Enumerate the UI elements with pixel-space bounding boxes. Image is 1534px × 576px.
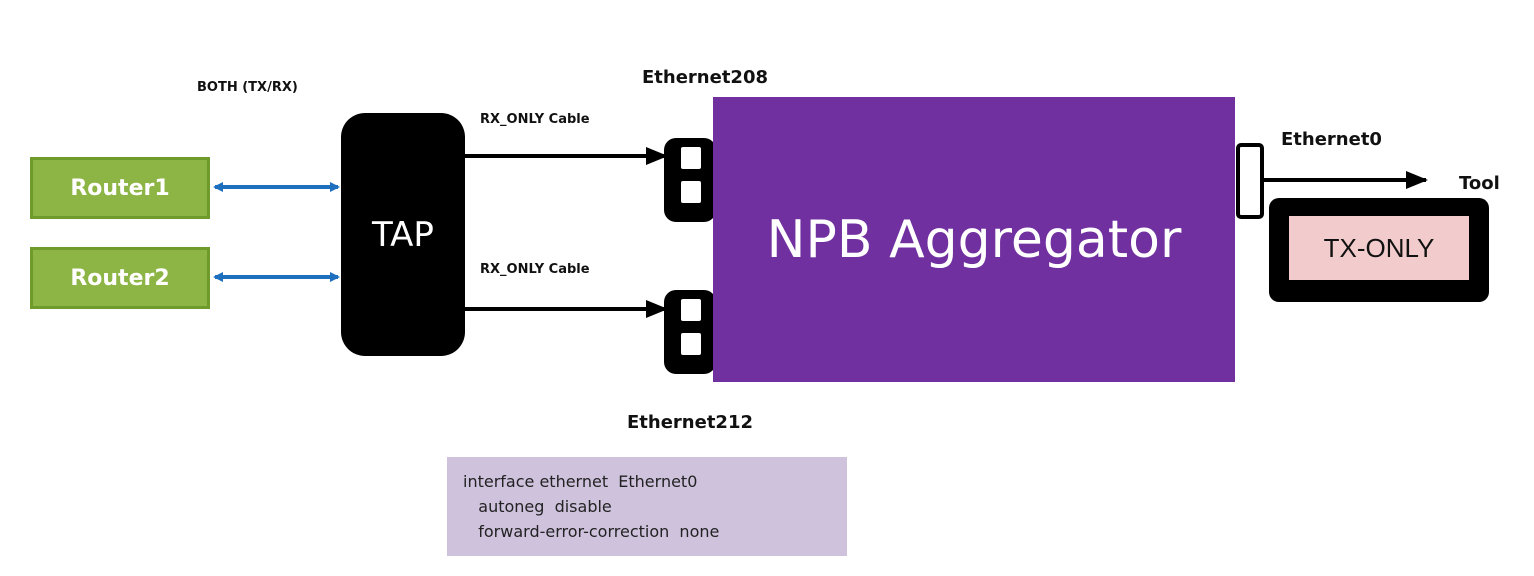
tool-label: Tool	[1459, 173, 1500, 194]
both-label: BOTH (TX/RX)	[197, 80, 298, 95]
port-cell	[678, 296, 704, 324]
ethernet212-port-group	[664, 290, 716, 374]
router1-label: Router1	[70, 175, 170, 201]
ethernet212-label: Ethernet212	[627, 412, 753, 433]
ethernet0-port	[1236, 143, 1264, 219]
tool-node: TX-ONLY	[1269, 198, 1489, 302]
router2-node: Router2	[30, 247, 210, 309]
router1-node: Router1	[30, 157, 210, 219]
config-box: interface ethernet Ethernet0 autoneg dis…	[447, 457, 847, 556]
port-cell	[678, 330, 704, 358]
tx-only-box: TX-ONLY	[1289, 216, 1469, 280]
tap-label: TAP	[372, 214, 434, 255]
npb-label: NPB Aggregator	[766, 209, 1182, 270]
tap-node: TAP	[341, 113, 465, 356]
npb-aggregator-node: NPB Aggregator	[713, 97, 1235, 382]
rx-cable-top-label: RX_ONLY Cable	[480, 112, 590, 127]
ethernet208-port-group	[664, 138, 716, 222]
config-line: autoneg disable	[463, 497, 612, 516]
ethernet0-label: Ethernet0	[1281, 129, 1382, 150]
rx-cable-bottom-label: RX_ONLY Cable	[480, 262, 590, 277]
router2-label: Router2	[70, 265, 170, 291]
port-cell	[678, 178, 704, 206]
config-line: interface ethernet Ethernet0	[463, 472, 698, 491]
port-cell	[678, 144, 704, 172]
ethernet208-label: Ethernet208	[642, 67, 768, 88]
tx-only-label: TX-ONLY	[1323, 232, 1435, 263]
config-line: forward-error-correction none	[463, 522, 720, 541]
